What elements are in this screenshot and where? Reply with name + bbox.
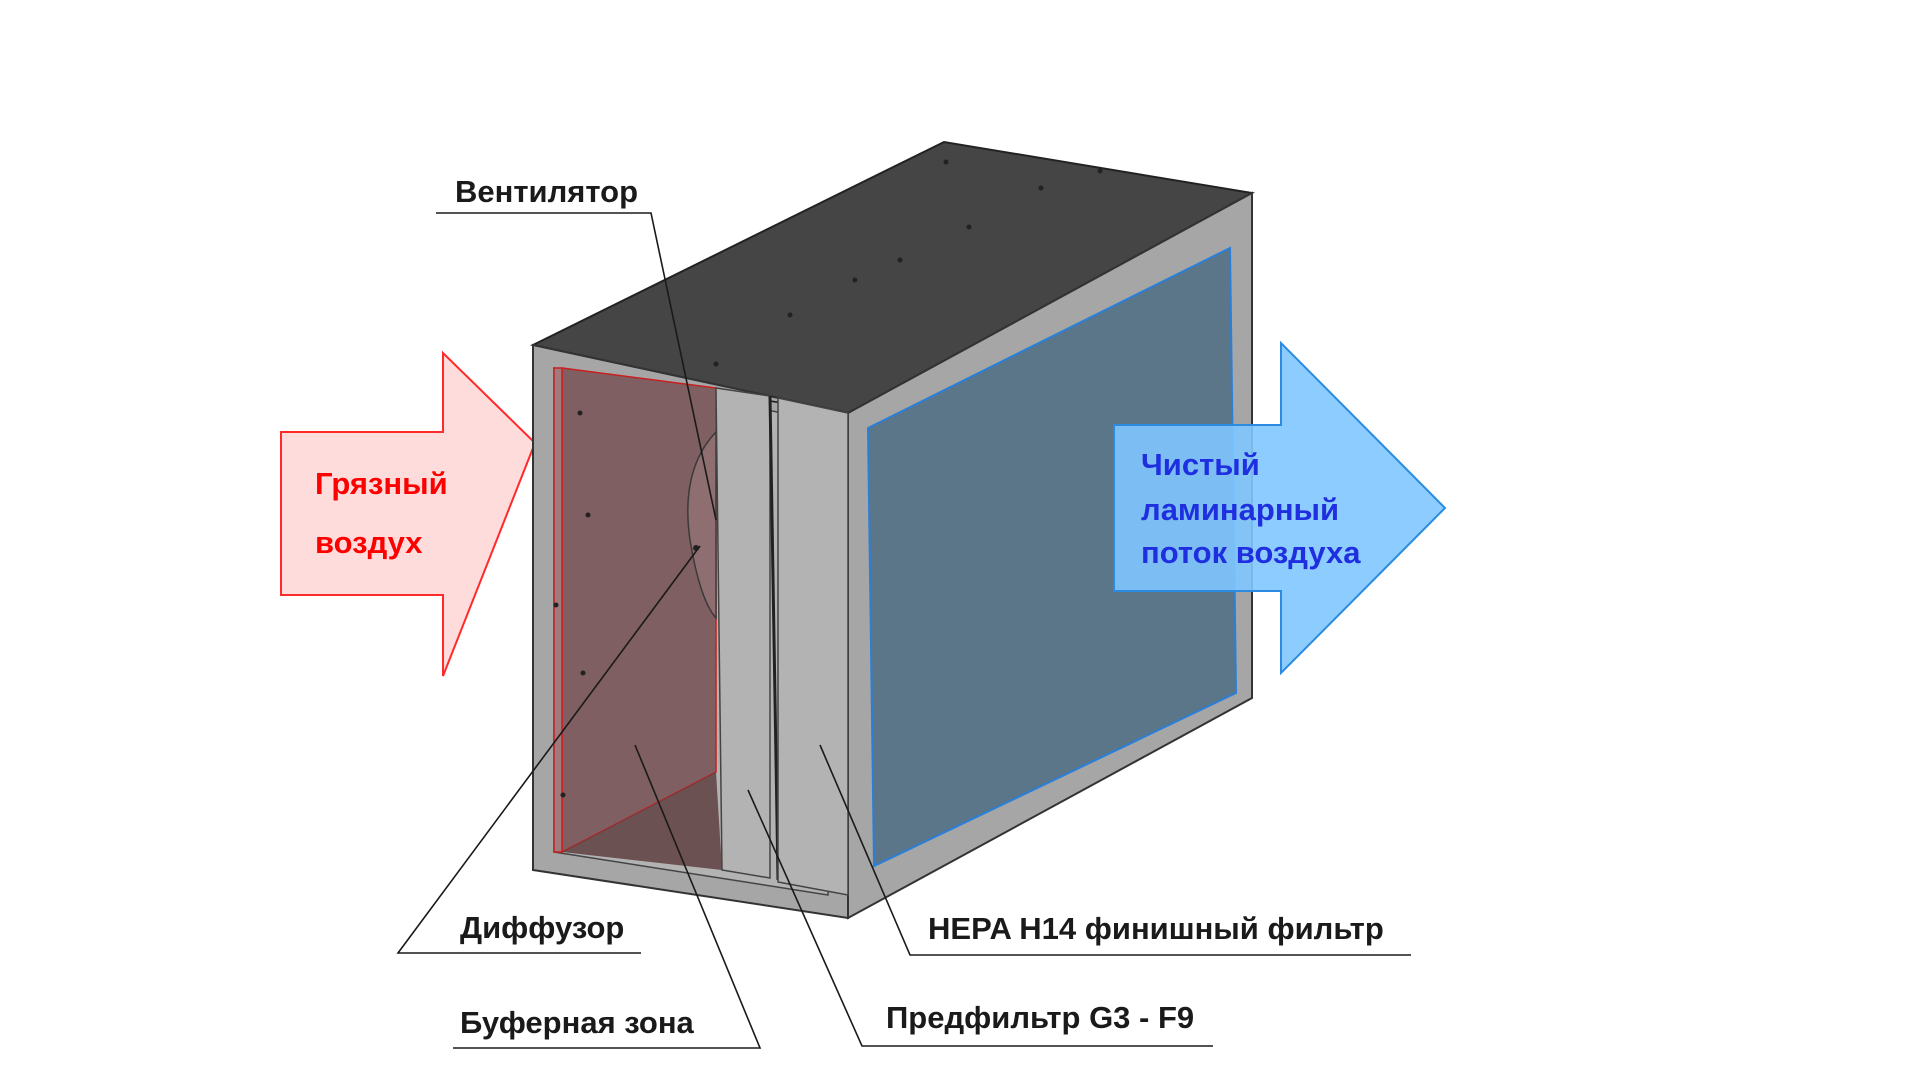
buffer-zone xyxy=(553,367,722,870)
hepa-filter-panel xyxy=(777,397,849,896)
screw xyxy=(787,312,793,318)
screw xyxy=(553,602,559,608)
leader-diffuser xyxy=(396,545,701,954)
label-hepa: HEPA H14 финишный фильтр xyxy=(928,911,1384,946)
buffer-zone-left-wall xyxy=(553,367,563,853)
outlet-arrow xyxy=(1113,340,1447,676)
screw xyxy=(1097,168,1103,174)
callout-hepa: HEPA H14 финишный фильтр xyxy=(819,744,1411,956)
screw xyxy=(713,361,719,367)
prefilter xyxy=(715,387,780,881)
outlet-arrow-line-3: поток воздуха xyxy=(1141,535,1361,570)
screws xyxy=(553,159,1103,798)
callout-diffuser: Диффузор xyxy=(396,545,701,954)
prefilter-gap xyxy=(768,395,780,881)
screw xyxy=(943,159,949,165)
buffer-zone-floor xyxy=(562,772,722,870)
outlet-arrow-line-2: ламинарный xyxy=(1141,492,1339,527)
screw xyxy=(966,224,972,230)
hepa-face xyxy=(866,246,1238,868)
prefilter-panel xyxy=(715,387,771,879)
leader-fan xyxy=(436,212,717,521)
label-prefilter: Предфильтр G3 - F9 xyxy=(886,1000,1194,1035)
outlet-arrow-line-1: Чистый xyxy=(1141,447,1260,482)
fan-disc xyxy=(687,430,717,620)
leader-buffer-zone xyxy=(453,744,762,1049)
inlet-arrow-shape xyxy=(280,350,537,677)
label-diffuser: Диффузор xyxy=(460,910,624,945)
screw xyxy=(585,512,591,518)
hepa-face-panel xyxy=(866,246,1238,868)
inlet-arrow-line-2: воздух xyxy=(315,525,423,560)
screw xyxy=(577,410,583,416)
screw xyxy=(852,277,858,283)
callout-fan: Вентилятор xyxy=(436,174,717,521)
screw xyxy=(580,670,586,676)
label-fan: Вентилятор xyxy=(455,174,638,209)
leader-prefilter xyxy=(747,789,1213,1047)
outlet-arrow-label: Чистый ламинарный поток воздуха xyxy=(1141,447,1361,570)
screw xyxy=(897,257,903,263)
inlet-arrow-label: Грязный воздух xyxy=(315,466,456,560)
callout-buffer-zone: Буферная зона xyxy=(453,744,762,1049)
screw xyxy=(1038,185,1044,191)
screw xyxy=(560,792,566,798)
label-buffer-zone: Буферная зона xyxy=(460,1005,695,1040)
leader-hepa xyxy=(819,744,1411,956)
inlet-arrow-line-1: Грязный xyxy=(315,466,448,501)
callout-prefilter: Предфильтр G3 - F9 xyxy=(747,789,1213,1047)
buffer-zone-back-wall xyxy=(561,367,717,854)
inlet-arrow xyxy=(280,350,537,677)
outlet-arrow-shape xyxy=(1113,340,1447,676)
hepa-filter xyxy=(777,397,849,896)
